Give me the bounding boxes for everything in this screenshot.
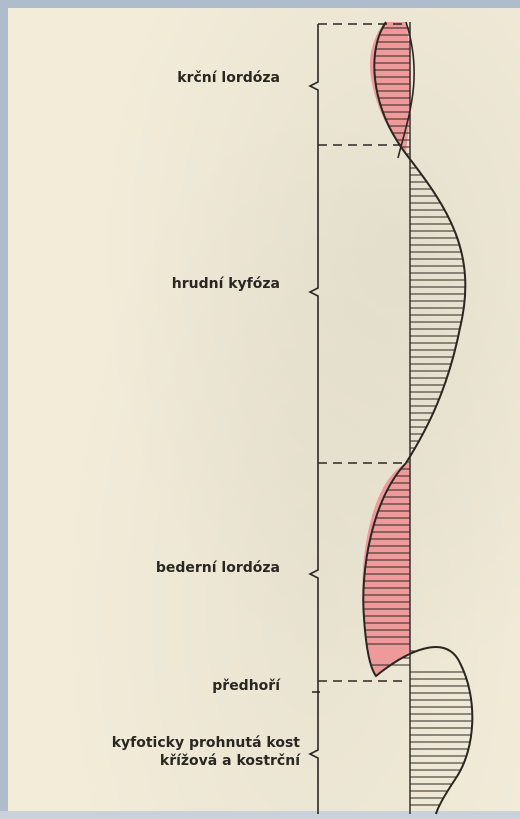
- label-promontory: předhoří: [212, 677, 280, 695]
- brace-cervical: [310, 24, 318, 145]
- label-cervical-lordosis: krční lordóza: [177, 69, 280, 87]
- label-sacral-kyphosis: kyfoticky prohnutá kost křížová a kostrč…: [20, 734, 300, 770]
- label-lumbar-lordosis: bederní lordóza: [156, 559, 280, 577]
- brace-lumbar: [310, 463, 318, 681]
- spine-curve-outline: [363, 22, 472, 814]
- label-sacral-line-2: křížová a kostrční: [160, 752, 300, 770]
- spine-curvature-diagram: [8, 8, 520, 819]
- label-sacral-line-1: kyfoticky prohnutá kost: [112, 734, 300, 752]
- brace-sacral: [310, 681, 318, 814]
- brace-thoracic: [310, 145, 318, 463]
- label-thoracic-kyphosis: hrudní kyfóza: [172, 275, 280, 293]
